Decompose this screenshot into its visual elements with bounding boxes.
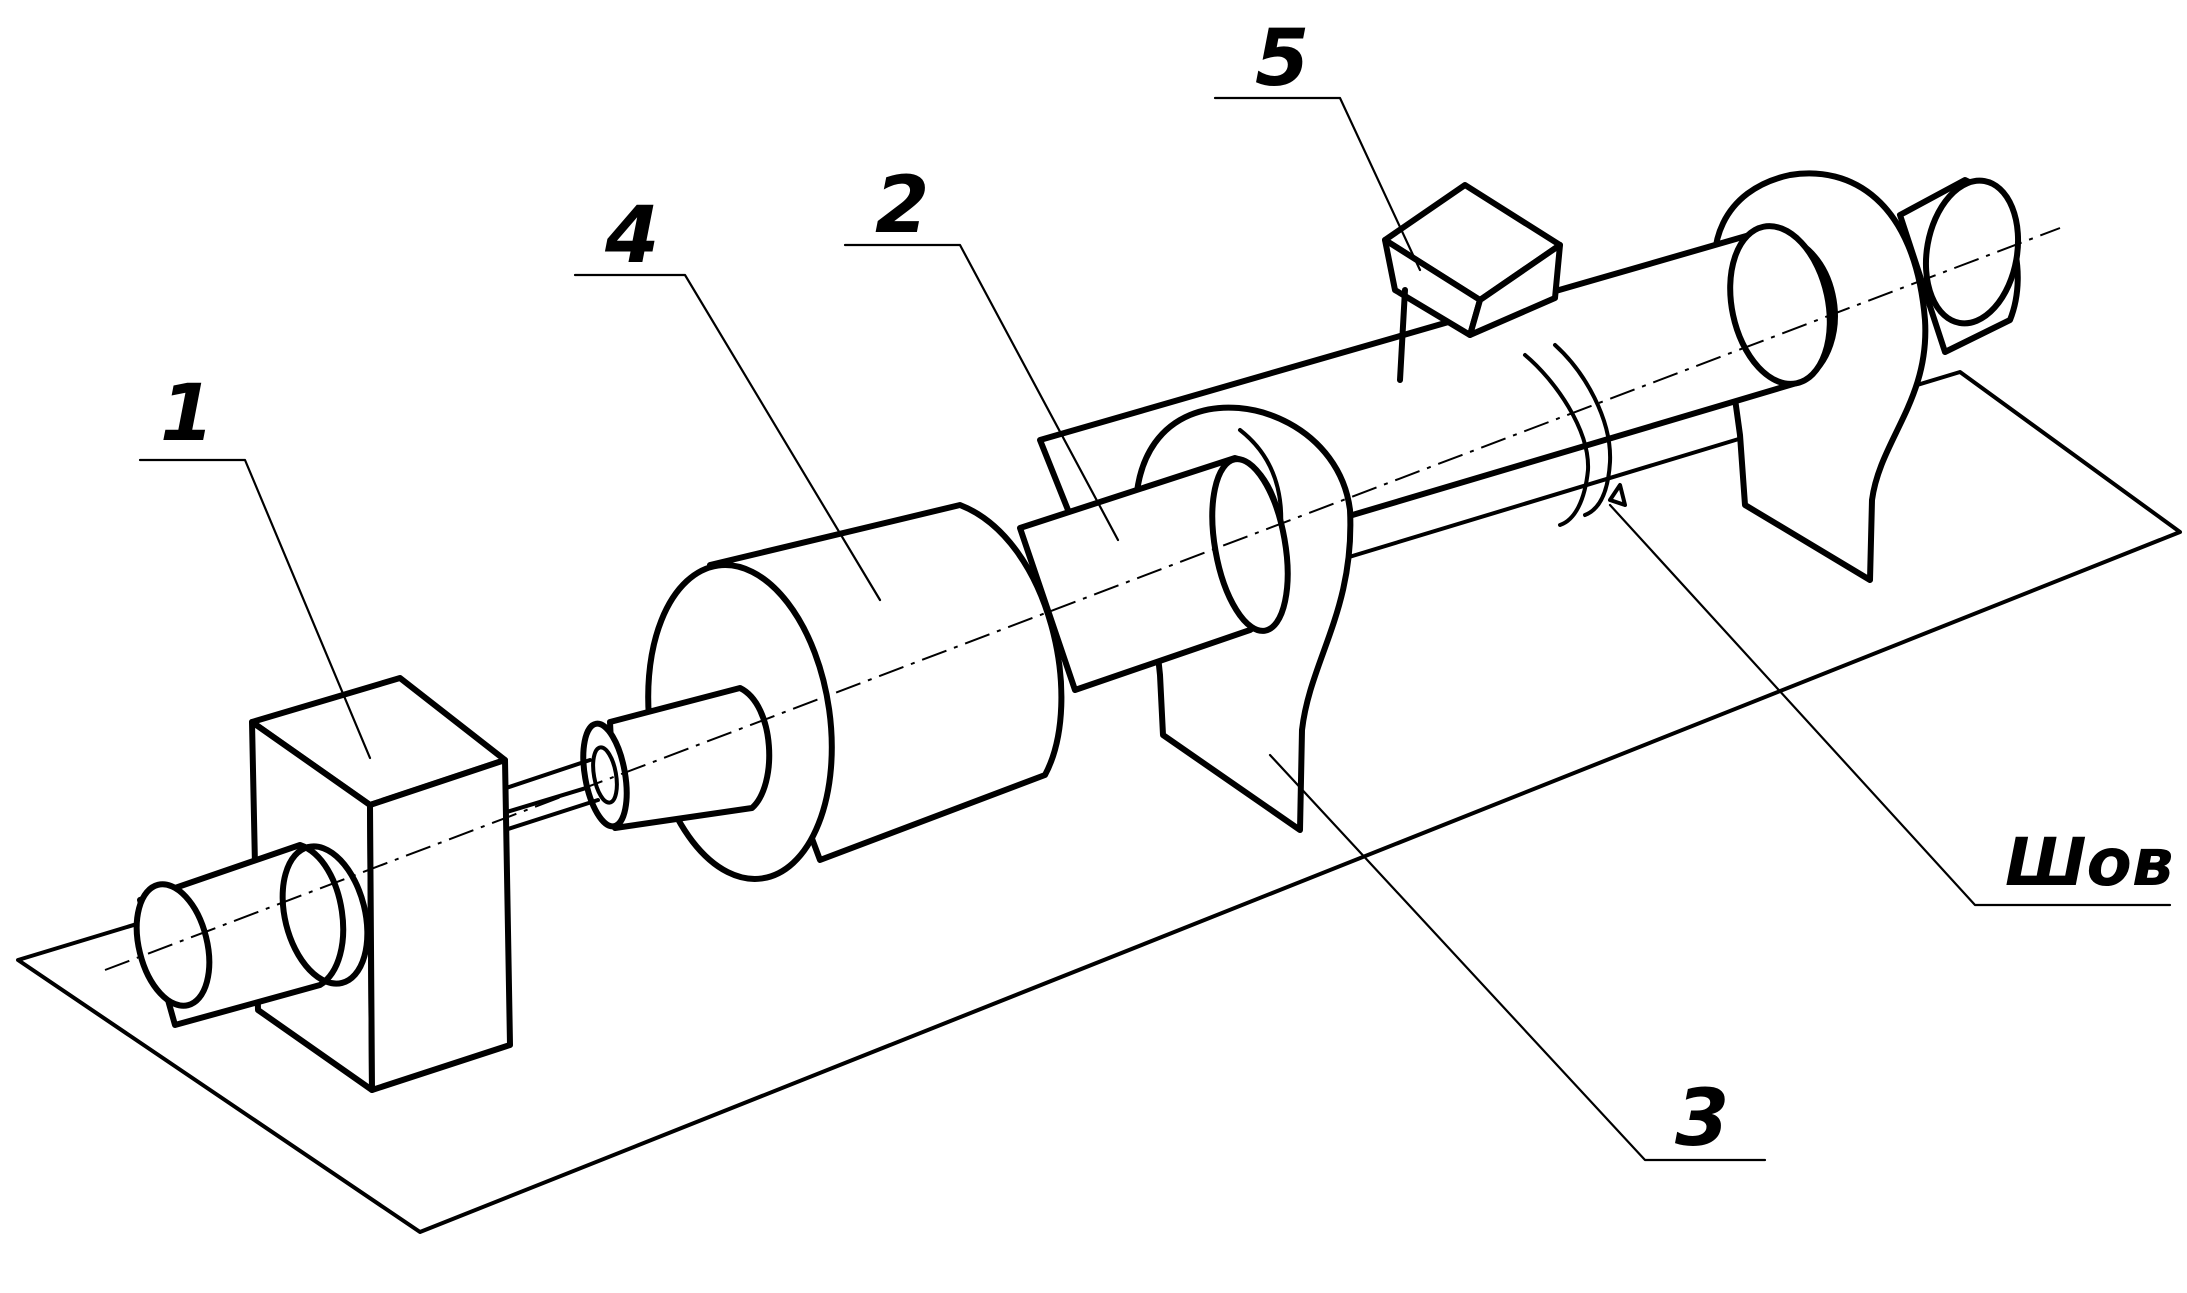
input-pipe xyxy=(133,842,371,1028)
sensor-block xyxy=(1382,182,1563,383)
callout-label-5: 5 xyxy=(1255,14,1309,104)
connecting-rod xyxy=(498,758,600,832)
inner-tube xyxy=(1017,455,1291,693)
callout-label-seam: Шов xyxy=(2005,824,2174,901)
callout-label-2: 2 xyxy=(875,161,929,251)
weld-seam xyxy=(1523,343,1613,527)
inner-pipe-end xyxy=(580,685,773,831)
leader-lines xyxy=(138,96,2172,1162)
callout-label-4: 4 xyxy=(604,191,659,281)
callout-label-3: 3 xyxy=(1675,1074,1729,1164)
callout-label-1: 1 xyxy=(160,369,214,459)
